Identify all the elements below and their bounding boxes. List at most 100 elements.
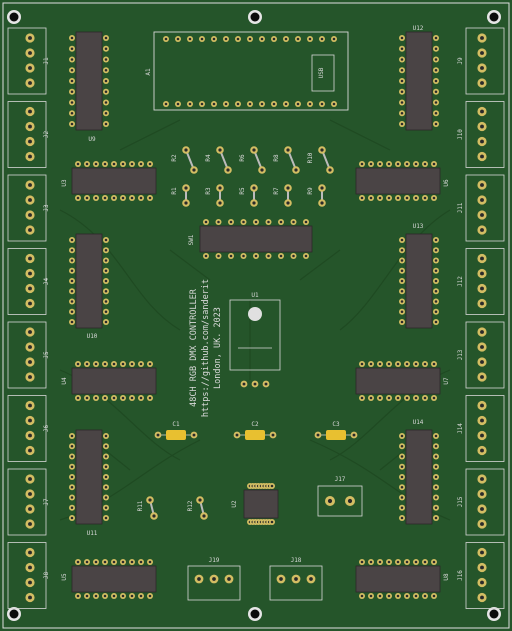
terminal-pin-hole xyxy=(28,228,32,232)
connector-label: J1 xyxy=(43,57,50,65)
ic-pad-hole xyxy=(121,594,125,598)
ic-pad-hole xyxy=(434,36,438,40)
terminal-pin-hole xyxy=(480,330,484,334)
module-pin-hole xyxy=(236,37,240,41)
ic-pad-hole xyxy=(112,560,116,564)
ic-pad-hole xyxy=(434,300,438,303)
connector-label: J15 xyxy=(457,496,464,507)
terminal-pin-hole xyxy=(480,109,484,114)
ic-pad-hole xyxy=(423,396,427,400)
ic-pad-hole xyxy=(387,560,391,564)
terminal-pin-hole xyxy=(28,124,32,129)
terminal-pin-hole xyxy=(28,183,32,187)
module-a1-outline xyxy=(153,31,349,111)
terminal-pin-hole xyxy=(480,522,484,526)
cap-pad-hole xyxy=(316,433,320,437)
ic-pad-hole xyxy=(400,320,404,324)
ic-pad-hole xyxy=(70,269,74,273)
ic-u7 xyxy=(355,367,441,395)
ic-pad-hole xyxy=(360,594,364,598)
ic-pad-hole xyxy=(387,362,391,366)
ic-pad-hole xyxy=(104,516,108,520)
ic-pad-hole xyxy=(434,90,438,94)
terminal-pin-hole xyxy=(28,109,32,114)
resistor-pad-hole xyxy=(202,514,206,518)
ic-pad-hole xyxy=(400,259,404,262)
module-pin-hole xyxy=(200,37,204,41)
ic-u3 xyxy=(71,167,157,195)
ic-pad-hole xyxy=(369,162,373,166)
ic-pad-hole xyxy=(400,122,404,126)
terminal-outline xyxy=(7,321,47,389)
chip-label: U9 xyxy=(88,136,96,143)
terminal-pin-hole xyxy=(28,36,32,40)
ic-pad-hole xyxy=(94,594,98,598)
ic-pad-hole xyxy=(70,444,74,448)
ic-pad-hole xyxy=(148,396,152,400)
j17-pin-hole xyxy=(327,498,333,504)
terminal-pin-hole xyxy=(480,375,484,379)
terminal-pin-hole xyxy=(28,477,32,481)
header-pin-hole xyxy=(197,577,201,581)
terminal-pin-hole xyxy=(28,580,32,585)
resistor-pad-hole xyxy=(192,168,196,172)
ic-pad-hole xyxy=(360,162,364,166)
module-pin-hole xyxy=(200,102,204,106)
terminal-pin-hole xyxy=(28,301,32,306)
terminal-pin-hole xyxy=(28,139,32,144)
ic-pad-hole xyxy=(217,254,220,258)
ic-pad-hole xyxy=(434,259,438,262)
ic-pad-hole xyxy=(396,162,400,166)
ic-u4 xyxy=(71,367,157,395)
ic-pad-hole xyxy=(423,594,427,598)
pcb-trace xyxy=(329,119,391,151)
terminal-pin-hole xyxy=(480,418,484,423)
resistor-pad-hole xyxy=(260,168,264,172)
ic-pad-hole xyxy=(121,396,125,400)
resistor-pad-hole xyxy=(286,148,290,152)
terminal-pin-hole xyxy=(28,154,32,159)
ic-pad-hole xyxy=(400,506,404,510)
ic-pad-hole xyxy=(378,396,382,400)
ic-pad-hole xyxy=(434,47,438,51)
ic-pad-hole xyxy=(104,238,108,242)
ic-pad-hole xyxy=(130,396,134,400)
ic-pad-hole xyxy=(104,455,108,458)
resistor-label: R12 xyxy=(187,500,194,511)
ic-pad-hole xyxy=(103,196,107,200)
ic-pad-hole xyxy=(400,79,404,83)
mounting-hole-center xyxy=(250,609,260,619)
module-pin-hole xyxy=(176,37,180,41)
terminal-pin-hole xyxy=(480,433,484,438)
regulator-label: U1 xyxy=(251,292,259,299)
ic-pad-hole xyxy=(104,300,108,303)
capacitor-body xyxy=(326,430,346,440)
connector-label: J9 xyxy=(457,57,464,65)
module-pin-hole xyxy=(224,37,228,41)
chip-label: U2 xyxy=(231,500,238,508)
ic-pad-hole xyxy=(423,362,427,366)
ic-pad-hole xyxy=(130,196,134,200)
cap-pad-hole xyxy=(192,433,196,437)
terminal-pin-hole xyxy=(28,66,32,70)
ic-pad-hole xyxy=(104,111,108,115)
terminal-pin-hole xyxy=(28,271,32,276)
ic-pad-hole xyxy=(405,594,409,598)
terminal-outline xyxy=(465,321,505,389)
connector-label: J2 xyxy=(43,131,50,139)
resistor-pad-hole xyxy=(320,186,324,190)
ic-pad-hole xyxy=(104,310,108,314)
ic-pad-hole xyxy=(70,79,74,83)
terminal-pin-hole xyxy=(28,403,32,408)
ic-pad-hole xyxy=(400,68,404,72)
terminal-pin-hole xyxy=(480,124,484,129)
connector-label: J4 xyxy=(43,278,50,286)
ic-pad-hole xyxy=(434,320,438,324)
resistor-label: R7 xyxy=(273,187,280,195)
ic-u13 xyxy=(405,233,433,329)
ic-pad-hole xyxy=(229,254,233,258)
ic-pad-hole xyxy=(103,560,107,564)
ic-pad-hole xyxy=(85,162,89,166)
ic-pad-hole xyxy=(70,58,74,61)
ic-pad-hole xyxy=(112,396,116,400)
